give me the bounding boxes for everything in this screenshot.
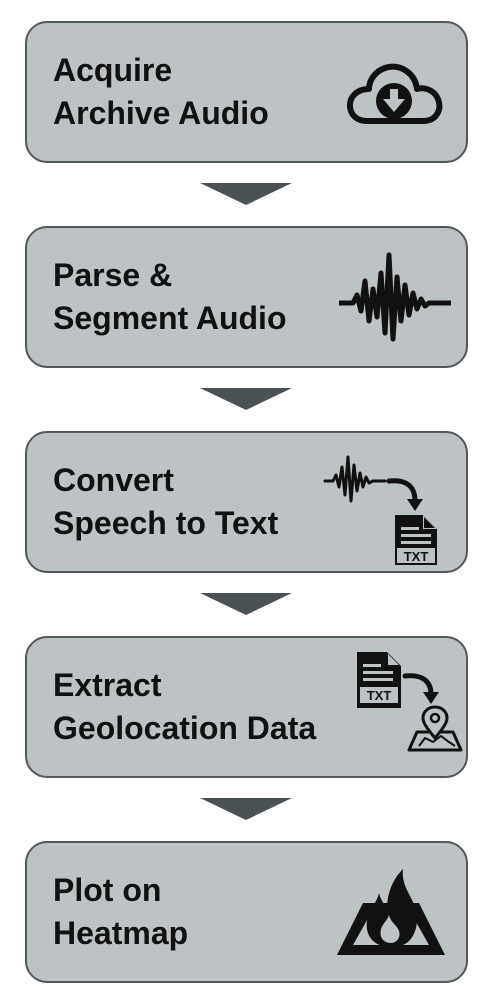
curved-arrow-icon [402, 673, 434, 697]
step-label-line1: Plot on [53, 872, 162, 908]
step-label: Acquire Archive Audio [53, 49, 269, 135]
step-extract-geolocation-data: Extract Geolocation Data TXT [25, 636, 468, 778]
step-acquire-archive-audio: Acquire Archive Audio [25, 21, 468, 163]
flow-arrow-2 [200, 388, 292, 410]
step-label-line2: Geolocation Data [53, 710, 317, 746]
step-label: Parse & Segment Audio [53, 254, 286, 340]
step-parse-segment-audio: Parse & Segment Audio [25, 226, 468, 368]
step-plot-on-heatmap: Plot on Heatmap [25, 841, 468, 983]
small-waveform-icon [323, 455, 387, 503]
waveform-to-text-file-icon: TXT [323, 455, 437, 565]
fire-heatmap-icon [337, 869, 445, 955]
step-label-line2: Segment Audio [53, 300, 287, 336]
flow-arrow-3 [200, 593, 292, 615]
cloud-download-icon [346, 63, 443, 124]
txt-label: TXT [367, 688, 392, 703]
waveform-icon [339, 252, 451, 342]
step-convert-speech-to-text: Convert Speech to Text TXT [25, 431, 468, 573]
curved-arrow-icon [386, 478, 418, 504]
flow-arrow-1 [200, 183, 292, 205]
text-file-icon: TXT [395, 515, 437, 565]
text-file-icon: TXT [357, 652, 401, 708]
step-label: Plot on Heatmap [53, 869, 188, 955]
step-label-line1: Extract [53, 667, 162, 703]
map-pin-icon [407, 705, 463, 752]
txt-label: TXT [404, 549, 429, 564]
step-label: Convert Speech to Text [53, 459, 278, 545]
text-file-to-map-pin-icon: TXT [357, 652, 463, 752]
step-label-line2: Archive Audio [53, 95, 269, 131]
step-label-line1: Parse & [53, 257, 173, 293]
step-label-line1: Acquire [53, 52, 173, 88]
step-label-line1: Convert [53, 462, 174, 498]
step-label-line2: Heatmap [53, 915, 189, 951]
flow-arrow-4 [200, 798, 292, 820]
step-label: Extract Geolocation Data [53, 664, 316, 750]
step-label-line2: Speech to Text [53, 505, 279, 541]
